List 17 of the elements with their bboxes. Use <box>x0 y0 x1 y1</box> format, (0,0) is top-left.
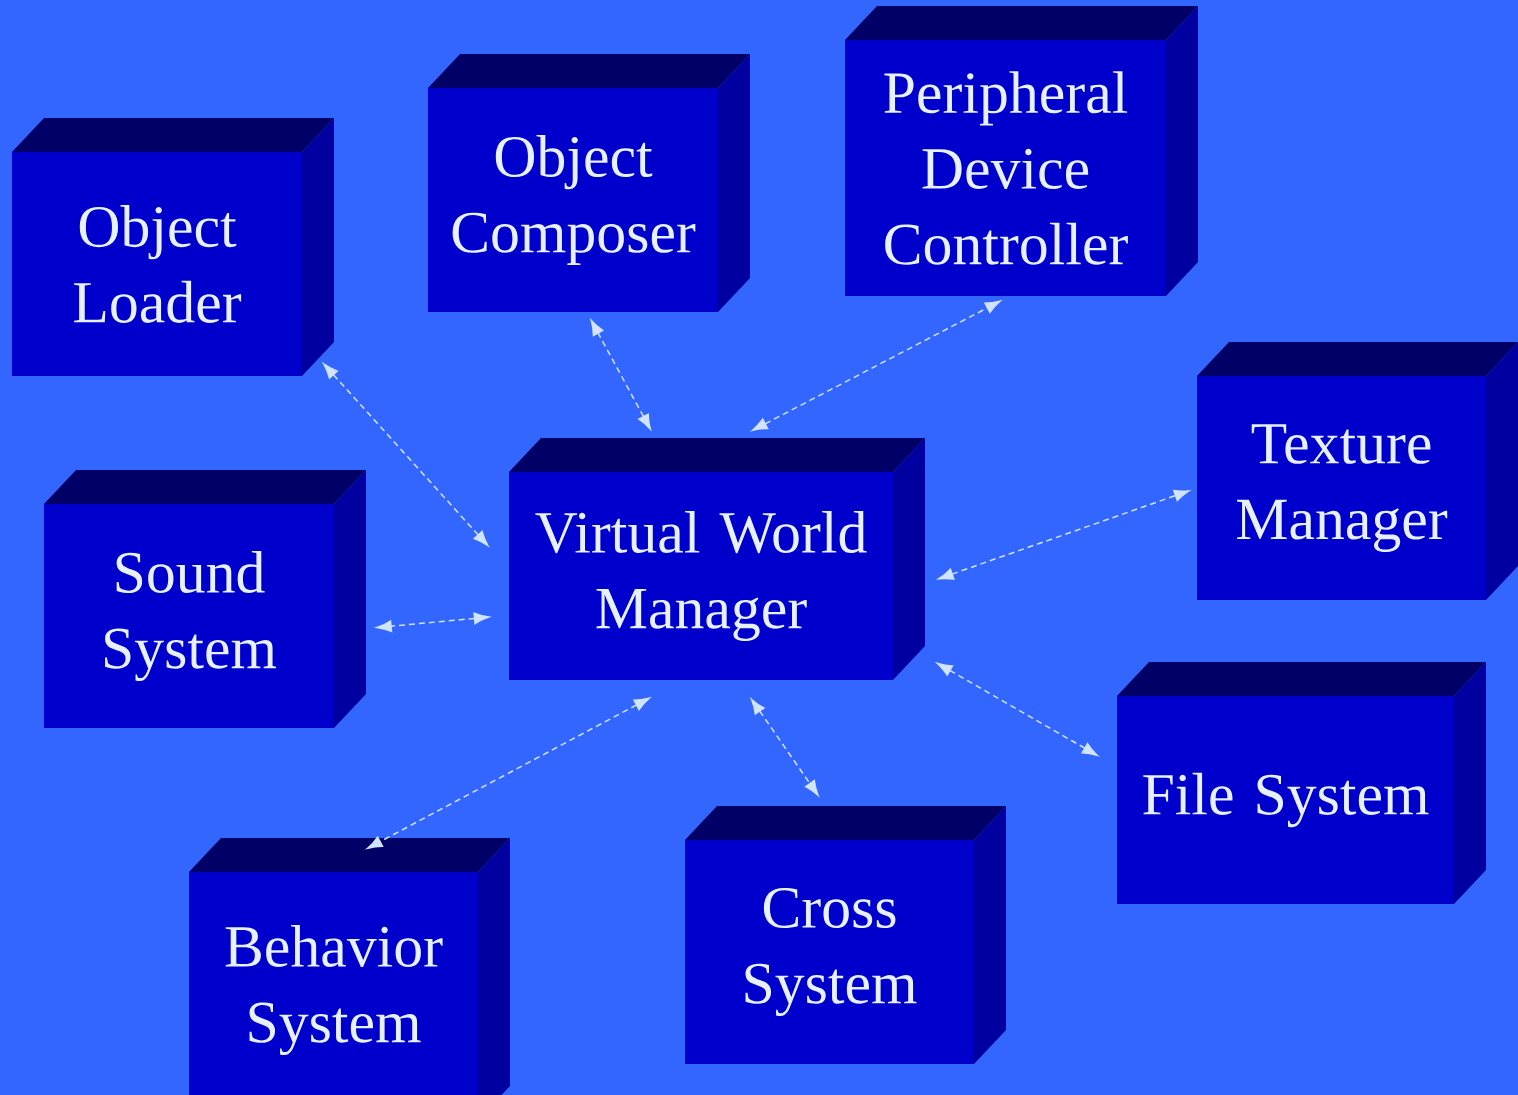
cube-box: Texture Manager <box>1197 342 1518 600</box>
arrow <box>590 319 652 430</box>
arrow <box>376 612 490 633</box>
cube-box: Cross System <box>685 806 1006 1064</box>
arrow <box>938 489 1190 580</box>
cube-box: Sound System <box>44 470 366 728</box>
cube-box: File System <box>1117 662 1486 904</box>
cube-box: Peripheral Device Controller <box>845 6 1198 296</box>
arrow <box>323 363 489 547</box>
arrow <box>750 698 819 796</box>
arrow <box>366 697 650 850</box>
cube-box: Object Loader <box>12 118 334 376</box>
cube-box: Behavior System <box>189 838 510 1095</box>
cube-box: Object Composer <box>428 54 750 312</box>
cube-box: Virtual World Manager <box>509 438 925 680</box>
arrow <box>751 300 1001 432</box>
arrow <box>936 662 1098 756</box>
